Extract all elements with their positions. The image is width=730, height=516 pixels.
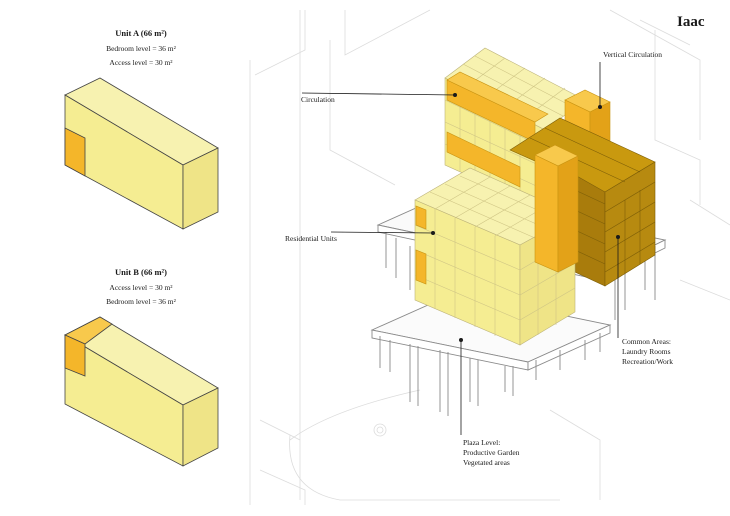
circulation-band	[446, 71, 549, 188]
unit-b-caption: Unit B (66 m²) Access level = 30 m² Bedr…	[51, 267, 231, 311]
leader-dots	[431, 93, 620, 342]
unit-a-title: Unit A (66 m²)	[115, 28, 167, 38]
unit-b-line-1: Access level = 30 m²	[109, 283, 173, 292]
unit-a-box	[64, 77, 219, 230]
label-vertical-circulation: Vertical Circulation	[603, 50, 662, 59]
label-circulation: Circulation	[301, 95, 335, 104]
label-residential-units: Residential Units	[285, 234, 337, 243]
plaza-level-line-3: Vegetated areas	[463, 458, 510, 467]
common-areas-block	[509, 117, 656, 287]
unit-b-line-2: Bedroom level = 36 m²	[106, 297, 176, 306]
front-circulation	[415, 144, 579, 285]
iaac-logo: Iaac	[677, 14, 705, 30]
dot-circulation	[453, 93, 457, 97]
unit-b-title: Unit B (66 m²)	[115, 267, 167, 277]
unit-a-caption: Unit A (66 m²) Bedroom level = 36 m² Acc…	[51, 28, 231, 72]
unit-a-line-2: Access level = 30 m²	[109, 58, 173, 67]
dot-plaza-level	[459, 338, 463, 342]
dot-vertical-circulation	[598, 105, 602, 109]
leader-lines	[301, 62, 619, 435]
plaza-level-line-2: Productive Garden	[463, 448, 520, 457]
unit-b-circulation	[64, 334, 86, 377]
unit-a-circulation	[64, 127, 86, 177]
leader-residential-units	[330, 231, 434, 234]
leader-circulation	[301, 92, 456, 96]
common-areas-line-3: Recreation/Work	[622, 357, 674, 366]
dot-common-areas	[616, 235, 620, 239]
label-common-areas: Common Areas: Laundry Rooms Recreation/W…	[622, 337, 673, 367]
unit-a-line-1: Bedroom level = 36 m²	[106, 44, 176, 53]
common-areas-line-2: Laundry Rooms	[622, 347, 671, 356]
unit-b-box	[64, 316, 219, 467]
dot-residential-units	[431, 231, 435, 235]
context-lines	[249, 9, 730, 505]
plaza-level-line-1: Plaza Level:	[463, 438, 501, 447]
label-plaza-level: Plaza Level: Productive Garden Vegetated…	[463, 438, 519, 468]
common-areas-line-1: Common Areas:	[622, 337, 671, 346]
